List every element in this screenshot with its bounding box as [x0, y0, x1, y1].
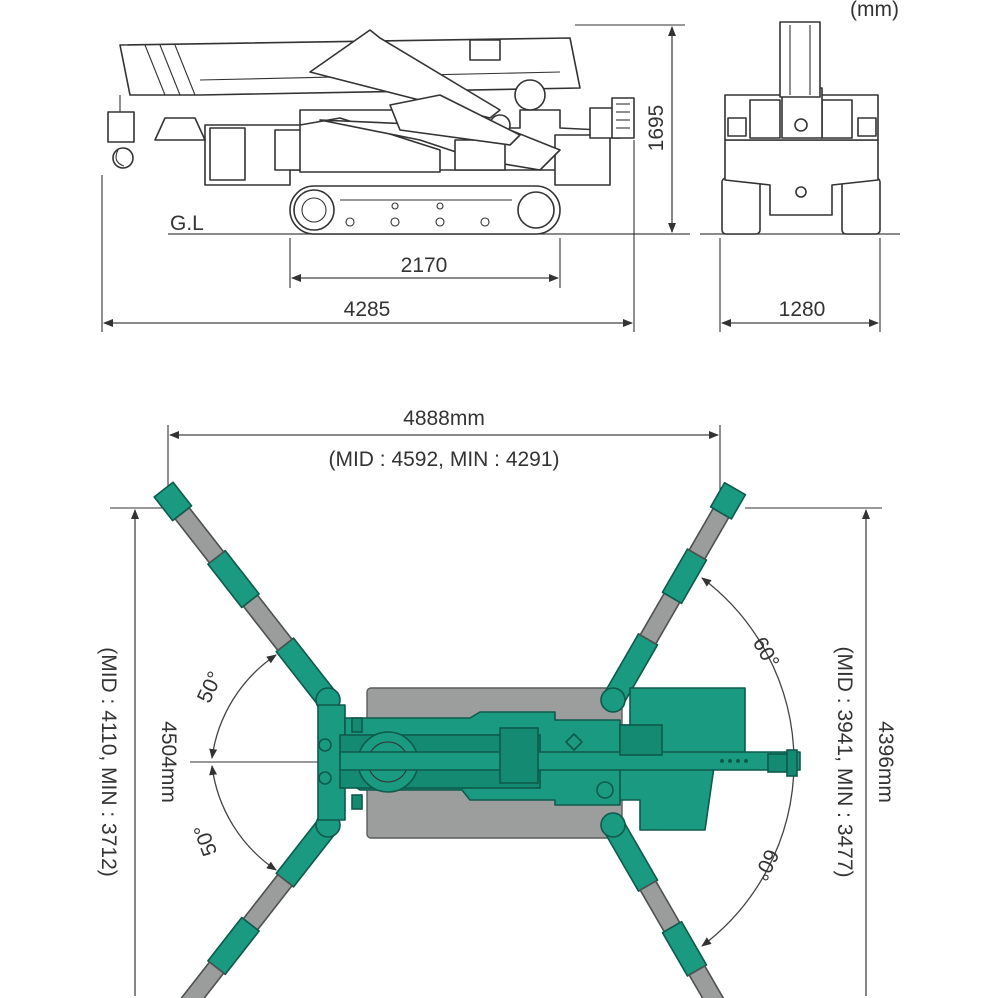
boom — [107, 29, 581, 169]
right-depth-alt-label: (MID : 3941, MIN : 3477) — [833, 646, 856, 877]
right-depth-label: 4396mm — [874, 721, 897, 803]
top-view: 4888mm (MID : 4592, MIN : 4291) 4504mm (… — [97, 407, 897, 998]
rear-width-label: 1280 — [779, 298, 826, 321]
rear-view: 1280 — [700, 21, 900, 332]
outrigger-span-label: 4888mm — [403, 407, 485, 430]
right-lower-angle-label: 60° — [749, 845, 783, 884]
ground-label: G.L — [170, 212, 204, 235]
side-view: G.L — [101, 24, 690, 332]
outrigger-span-alt-label: (MID : 4592, MIN : 4291) — [328, 448, 559, 471]
left-depth-alt-label: (MID : 4110, MIN : 3712) — [97, 647, 120, 877]
outrigger-upper-right — [602, 481, 747, 707]
left-depth-label: 4504mm — [157, 721, 180, 803]
turret — [317, 687, 801, 831]
outrigger-lower-left — [173, 817, 338, 998]
outrigger-upper-left — [153, 481, 338, 708]
crawler-track — [289, 185, 561, 235]
height-label: 1695 — [645, 105, 668, 152]
outrigger-lower-right — [602, 818, 730, 998]
pivot-upper-right — [600, 687, 626, 713]
left-upper-angle-arc — [209, 654, 277, 759]
right-upper-angle-label: 60° — [748, 633, 784, 672]
units-label: (mm) — [850, 0, 899, 21]
left-upper-angle-label: 50° — [193, 668, 227, 707]
pivot-lower-right — [600, 812, 626, 838]
left-lower-angle-arc — [209, 765, 277, 871]
left-lower-angle-label: 50° — [190, 821, 222, 859]
overall-length-label: 4285 — [344, 298, 391, 321]
track-length-label: 2170 — [401, 254, 448, 277]
